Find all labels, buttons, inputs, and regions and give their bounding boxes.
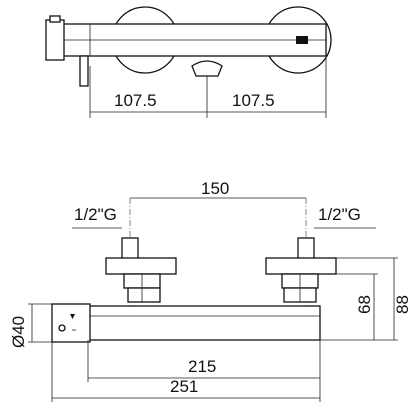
- thermostat-marker-icon: [58, 324, 66, 332]
- thread-right-label: 1/2"G: [318, 205, 361, 224]
- thermostat-arrow-icon: [70, 314, 75, 319]
- front-view: 150 1/2"G 1/2"G Ø40: [9, 179, 412, 402]
- top-thermostat-knob: [45, 19, 65, 61]
- top-end-mark: [296, 36, 308, 44]
- right-inlet-thread: [297, 237, 315, 261]
- dim-height-88-label: 88: [393, 295, 412, 314]
- front-mixer-bar: [87, 305, 321, 341]
- top-lever: [79, 55, 89, 87]
- dim-width-251-label: 251: [170, 377, 198, 396]
- left-nut-lower: [127, 287, 161, 303]
- top-view: 107.5 107.5: [45, 6, 332, 118]
- top-outlet: [191, 60, 223, 77]
- dim-top-left-label: 107.5: [114, 91, 157, 110]
- left-inlet-thread: [121, 237, 139, 261]
- left-wall-flange: [105, 257, 177, 275]
- thread-left-label: 1/2"G: [74, 205, 117, 224]
- right-wall-flange: [265, 257, 337, 275]
- dim-width-215-label: 215: [188, 357, 216, 376]
- top-knob-cap: [49, 15, 61, 23]
- dim-diameter-label: Ø40: [9, 316, 28, 348]
- dim-center-distance-label: 150: [201, 179, 229, 198]
- thermostat-handle: [51, 303, 91, 343]
- dim-top-right-label: 107.5: [232, 91, 275, 110]
- dim-height-68-label: 68: [355, 295, 374, 314]
